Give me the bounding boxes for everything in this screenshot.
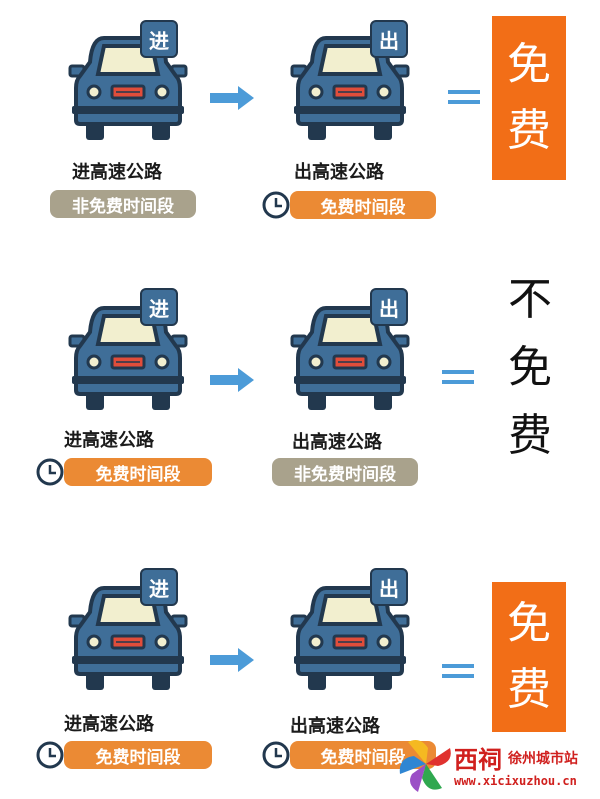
clock-icon [36, 458, 64, 486]
watermark-name: 西祠 [454, 746, 502, 774]
result-char: 免 [508, 342, 552, 393]
exit-road-label: 出高速公路 [294, 162, 384, 183]
result-char: 免 [507, 39, 551, 90]
equals-sign [442, 660, 474, 682]
exit-time-label: 非免费时间段 [272, 458, 418, 486]
clock-icon [36, 741, 64, 769]
enter-time-label: 非免费时间段 [50, 190, 196, 218]
arrow-right-icon [210, 648, 254, 672]
exit-badge: 出 [370, 288, 408, 326]
enter-road-label: 进高速公路 [64, 714, 154, 735]
pinwheel-logo-icon [399, 740, 451, 792]
watermark-logo: 西祠 徐州城市站 www.xicixuzhou.cn [398, 728, 598, 799]
exit-time-label: 免费时间段 [290, 191, 436, 219]
enter-road-label: 进高速公路 [72, 162, 162, 183]
result-char: 免 [507, 598, 551, 649]
watermark-url: www.xicixuzhou.cn [454, 774, 577, 788]
exit-badge: 出 [370, 568, 408, 606]
watermark-site: 徐州城市站 [508, 751, 578, 767]
exit-badge: 出 [370, 20, 408, 58]
result-free-box: 免 费 [492, 582, 566, 732]
clock-icon [262, 191, 290, 219]
result-char: 不 [508, 274, 552, 325]
result-free-box: 免 费 [492, 16, 566, 180]
result-char: 费 [508, 410, 552, 461]
exit-road-label: 出高速公路 [292, 432, 382, 453]
equals-sign [442, 366, 474, 388]
enter-badge: 进 [140, 20, 178, 58]
enter-time-label: 免费时间段 [64, 741, 212, 769]
clock-icon [262, 741, 290, 769]
exit-road-label: 出高速公路 [290, 716, 380, 737]
enter-road-label: 进高速公路 [64, 430, 154, 451]
enter-badge: 进 [140, 568, 178, 606]
result-not-free-text: 不 免 费 [500, 266, 560, 470]
enter-time-label: 免费时间段 [64, 458, 212, 486]
enter-badge: 进 [140, 288, 178, 326]
equals-sign [448, 86, 480, 108]
result-char: 费 [507, 105, 551, 156]
arrow-right-icon [210, 86, 254, 110]
result-char: 费 [507, 664, 551, 715]
arrow-right-icon [210, 368, 254, 392]
